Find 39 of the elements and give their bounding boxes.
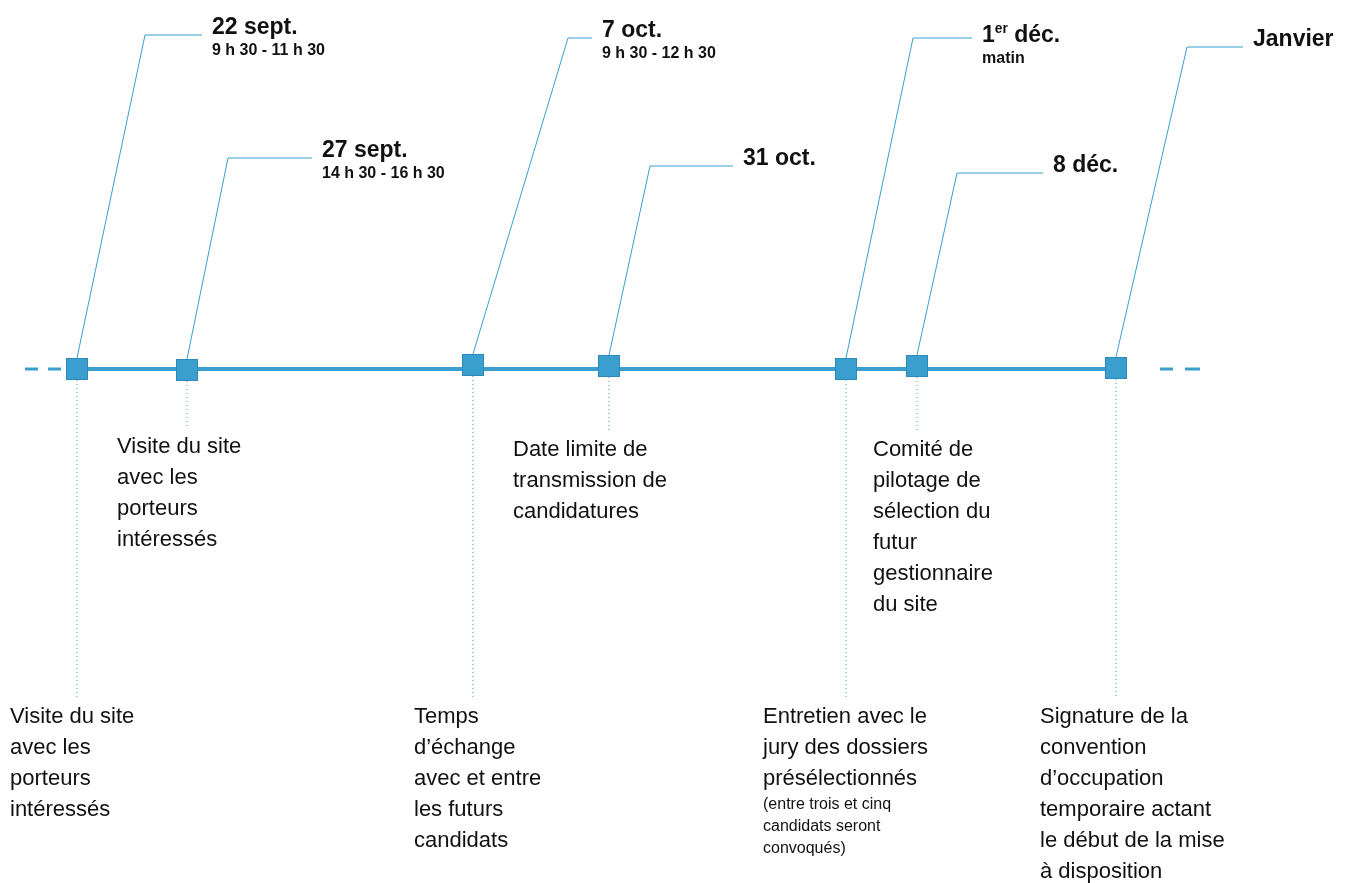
- date-label: 27 sept.: [322, 135, 409, 163]
- event-description: Temps d’échange avec et entre les futurs candidats: [414, 702, 543, 854]
- leader-line: [186, 157, 313, 360]
- leader-line: [76, 34, 203, 359]
- leader-line: [608, 165, 734, 356]
- date-label: 1$^{er}$ déc.: [982, 19, 1061, 48]
- time-label: matin: [982, 47, 1026, 68]
- event-description: Entretien avec le jury des dossiers présélectionnés: [763, 702, 930, 792]
- timeline-axis: [88, 367, 176, 371]
- leader-line: [916, 172, 1044, 356]
- timeline-marker: [1105, 357, 1127, 379]
- note-text: (entre trois et cinq candidats seront convoqués): [763, 794, 893, 858]
- event-description: Visite du site avec les porteurs intéressés: [10, 702, 136, 823]
- leader-line: [845, 37, 973, 359]
- date-label: 8 déc.: [1053, 150, 1119, 178]
- timeline-marker: [462, 354, 484, 376]
- timeline-axis: [484, 367, 598, 371]
- timeline-marker: [598, 355, 620, 377]
- time-label: 9 h 30 - 12 h 30: [602, 43, 716, 63]
- date-label: Janvier: [1253, 24, 1334, 52]
- time-label: 9 h 30 - 11 h 30: [212, 40, 325, 60]
- date-label: 7 oct.: [602, 15, 664, 43]
- timeline-marker: [66, 358, 88, 380]
- leader-line: [472, 37, 593, 355]
- timeline-axis: [928, 367, 1105, 371]
- timeline-marker: [906, 355, 928, 377]
- time-label: 14 h 30 - 16 h 30: [322, 163, 445, 183]
- date-label: 22 sept.: [212, 12, 299, 40]
- timeline-marker: [835, 358, 857, 380]
- event-description: Date limite de transmission de candidatures: [513, 435, 668, 525]
- event-description: Comité de pilotage de sélection du futur gestionnaire du site: [873, 435, 994, 618]
- timeline-marker: [176, 359, 198, 381]
- timeline-axis: [620, 367, 835, 371]
- date-label: 31 oct.: [743, 143, 816, 171]
- event-description: Signature de la convention d’occupation temporaire actant le début de la mise à disposition: [1040, 702, 1226, 883]
- timeline-axis: [198, 367, 462, 371]
- leader-line: [1115, 46, 1244, 358]
- event-description: Visite du site avec les porteurs intéressés: [117, 432, 243, 553]
- timeline-axis: [857, 367, 906, 371]
